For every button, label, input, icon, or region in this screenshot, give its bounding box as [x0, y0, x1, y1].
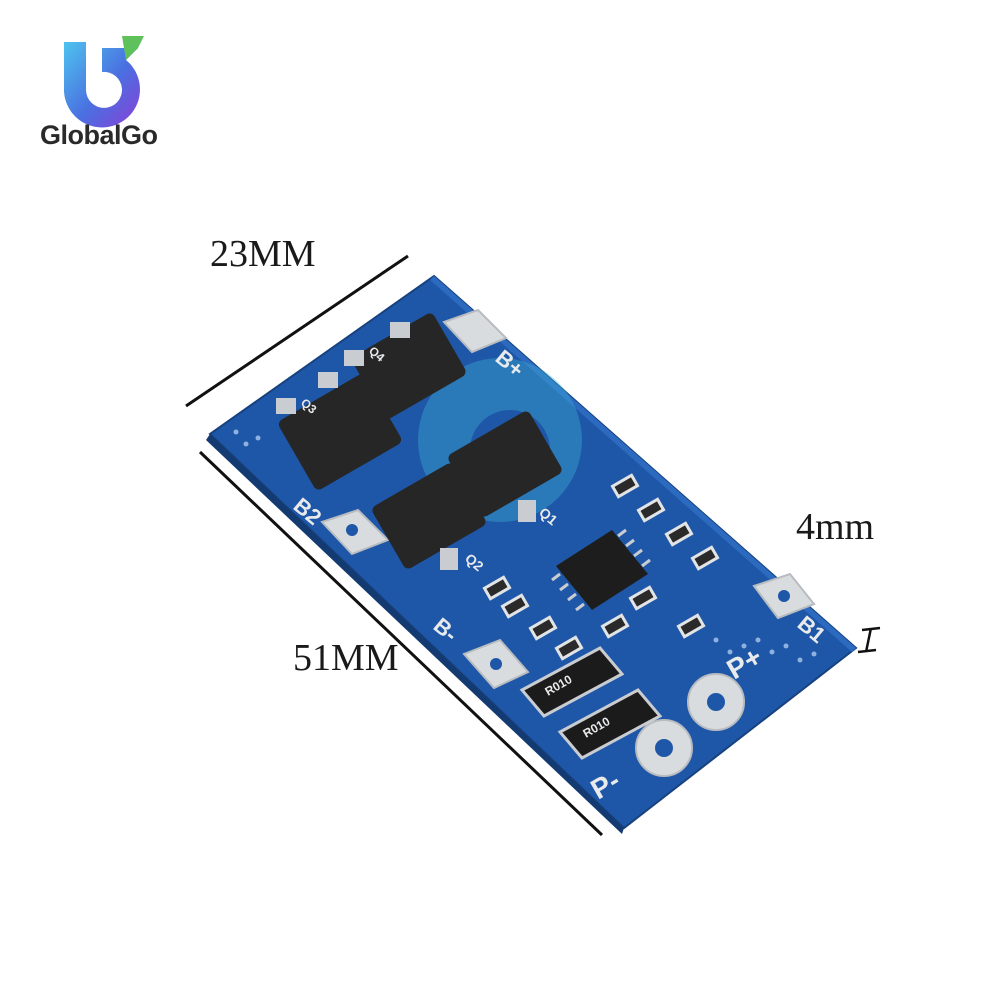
thickness-dimension-label: 4mm — [796, 506, 875, 548]
length-dimension-label: 51MM — [293, 637, 399, 679]
smd-components — [482, 473, 720, 661]
via-dots — [233, 429, 817, 663]
mosfet-q2 — [372, 463, 486, 570]
mosfet-q4 — [344, 313, 466, 419]
width-dimension-line — [185, 254, 409, 408]
pad-b-plus — [442, 308, 508, 354]
protection-ic — [551, 528, 651, 612]
mosfet-q3 — [276, 372, 402, 490]
globalgo-logo-icon — [63, 36, 144, 128]
thickness-dimension-mark — [857, 626, 881, 654]
brand-name: GlobalGo — [40, 120, 158, 150]
width-dimension-label: 23MM — [210, 233, 316, 275]
sense-resistors — [519, 646, 663, 760]
mosfets — [276, 313, 562, 570]
mosfet-q1 — [448, 411, 562, 522]
length-dimension-line — [198, 450, 604, 837]
